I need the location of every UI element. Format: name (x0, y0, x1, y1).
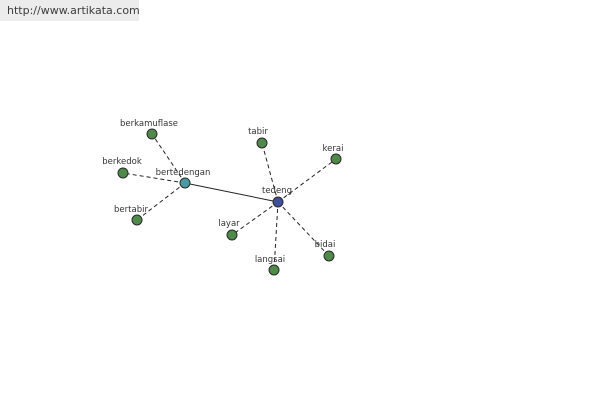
edge-bertedengan-berkamuflase (151, 133, 186, 184)
node-tabir[interactable] (256, 137, 268, 149)
edge-tedeng-tabir (261, 142, 279, 203)
node-label-layar[interactable]: layar (218, 219, 240, 229)
edge-bertedengan-tedeng (184, 182, 279, 203)
edges-layer (122, 133, 337, 271)
node-tedeng[interactable] (272, 196, 284, 208)
edge-tedeng-layar (231, 201, 279, 236)
edge-tedeng-kerai (277, 158, 337, 203)
labels-layer: tedeng bertedengan berkamuflase berkedok ber… (102, 119, 343, 265)
node-label-tabir[interactable]: tabir (248, 127, 268, 137)
node-label-berkedok[interactable]: berkedok (102, 157, 142, 167)
node-kerai[interactable] (330, 153, 342, 165)
node-label-tedeng[interactable]: tedeng (262, 186, 292, 196)
edge-bertedengan-berkedok (122, 172, 186, 184)
node-layar[interactable] (226, 229, 238, 241)
watermark-url: http://www.artikata.com (0, 0, 140, 21)
node-label-berkamuflase[interactable]: berkamuflase (120, 119, 178, 129)
node-label-bertabir[interactable]: bertabir (114, 205, 148, 215)
node-label-langsai[interactable]: langsai (255, 255, 285, 265)
edge-tedeng-bidai (277, 201, 330, 257)
node-langsai[interactable] (268, 264, 280, 276)
edge-bertedengan-bertabir (136, 182, 186, 221)
node-berkamuflase[interactable] (146, 128, 158, 140)
node-bertabir[interactable] (131, 214, 143, 226)
node-label-bertedengan[interactable]: bertedengan (156, 168, 211, 178)
node-berkedok[interactable] (117, 167, 129, 179)
edge-tedeng-langsai (273, 201, 279, 271)
node-bertedengan[interactable] (179, 177, 191, 189)
nodes-layer (117, 128, 342, 276)
node-bidai[interactable] (323, 250, 335, 262)
node-label-bidai[interactable]: bidai (315, 240, 336, 250)
node-label-kerai[interactable]: kerai (323, 144, 344, 154)
